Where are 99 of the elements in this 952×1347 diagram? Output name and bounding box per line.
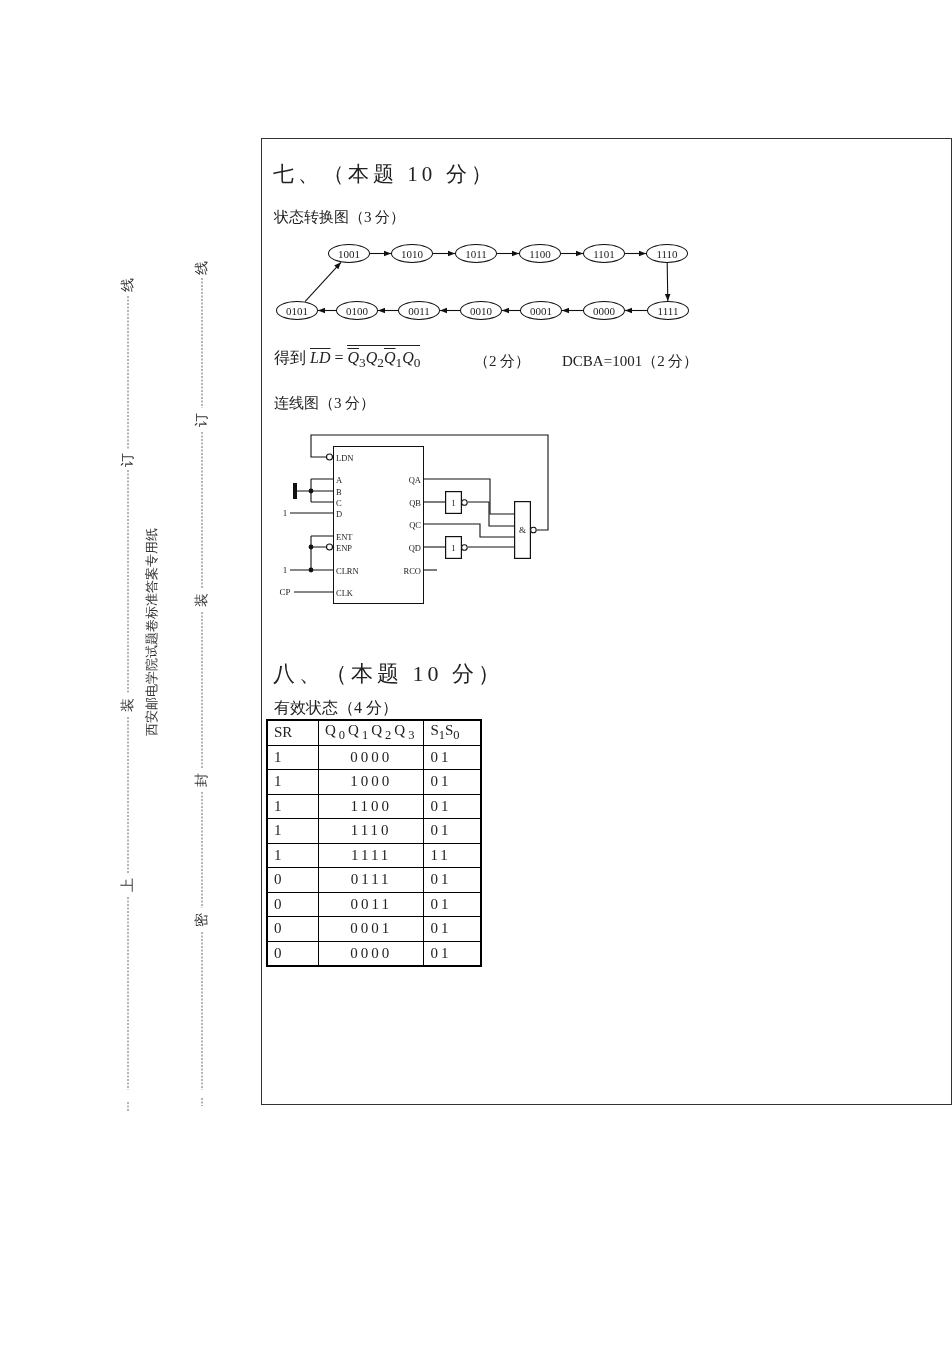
gate-symbol: 1 xyxy=(450,496,457,509)
section-label: 有效状态（4 分） xyxy=(274,698,398,718)
counter-chip xyxy=(333,446,424,604)
binding-line-label: 装 xyxy=(119,698,136,712)
wire xyxy=(423,569,438,571)
arrow xyxy=(624,250,647,257)
state-node: 0101 xyxy=(276,301,318,320)
table-cell: 0111 xyxy=(318,867,424,892)
table-cell: 1000 xyxy=(318,769,424,794)
pin-label: A xyxy=(336,475,343,485)
arrow xyxy=(432,250,456,257)
arrow xyxy=(561,307,584,314)
gate-symbol: 1 xyxy=(450,541,457,554)
arrow xyxy=(439,307,461,314)
binding-line-label: 密 xyxy=(193,913,210,927)
table-cell: 0011 xyxy=(318,892,424,917)
table-cell: 0000 xyxy=(318,745,424,770)
binding-line-label: 线 xyxy=(193,261,210,275)
pin-label: ENP xyxy=(336,543,353,553)
arrow xyxy=(377,307,399,314)
state-node: 1100 xyxy=(519,244,561,263)
binding-line-label: 订 xyxy=(119,453,136,467)
table-header-cell: Q$_{0}$Q$_{1}$Q$_{2}$Q$_{3}$ xyxy=(318,720,424,745)
pin-label: C xyxy=(336,498,342,508)
wire xyxy=(289,512,334,514)
arrow xyxy=(496,250,520,257)
pin-label: RCO xyxy=(403,566,421,576)
state-node: 0010 xyxy=(460,301,502,320)
arrow xyxy=(664,262,671,302)
inverter-gate xyxy=(445,491,468,514)
inverter-gate xyxy=(445,536,468,559)
pin-label: ENT xyxy=(336,532,353,542)
arrow xyxy=(369,250,392,257)
state-node: 1111 xyxy=(647,301,689,320)
question-heading: 八、（本题 10 分） xyxy=(273,660,504,688)
arrow xyxy=(624,307,648,314)
binding-line-label: 装 xyxy=(193,593,210,607)
table-cell: 1111 xyxy=(318,843,424,868)
wire xyxy=(423,523,515,538)
formula: 得到 LD = Q$_{3}$Q$_{2}$Q$_{1}$Q$_{0}$ xyxy=(274,344,421,372)
table-cell: 0001 xyxy=(318,916,424,941)
state-node: 1010 xyxy=(391,244,433,263)
pin-label: QD xyxy=(408,543,421,553)
pin-label: QC xyxy=(409,520,421,530)
wire xyxy=(296,478,334,503)
table-cell: 1 xyxy=(267,794,319,819)
state-node: 0011 xyxy=(398,301,440,320)
input-label: CP xyxy=(276,585,294,599)
margin-title: 西安邮电学院试题卷标准答案专用纸 xyxy=(143,528,160,736)
wire xyxy=(423,501,446,503)
table-cell: 1110 xyxy=(318,818,424,843)
wire xyxy=(467,546,515,548)
state-node: 1011 xyxy=(455,244,497,263)
state-node: 1001 xyxy=(328,244,370,263)
input-label: 1 xyxy=(280,563,290,577)
pin-label: CLRN xyxy=(336,566,359,576)
wire xyxy=(293,591,334,593)
and-gate xyxy=(514,501,537,559)
answer-text: DCBA=1001（2 分） xyxy=(562,352,699,371)
arrow xyxy=(304,261,342,303)
wire xyxy=(310,434,549,531)
state-node: 0100 xyxy=(336,301,378,320)
table-cell: 0 xyxy=(267,867,319,892)
table-cell: 1 xyxy=(267,769,319,794)
input-label: 1 xyxy=(280,506,290,520)
pin-label: QA xyxy=(408,475,421,485)
section-label: 状态转换图（3 分） xyxy=(274,208,406,227)
table-header-cell: SR xyxy=(267,720,319,745)
arrow xyxy=(501,307,521,314)
state-node: 0000 xyxy=(583,301,625,320)
table-cell: 0 xyxy=(267,916,319,941)
binding-line-label: 封 xyxy=(193,773,210,787)
binding-line-label: 上 xyxy=(119,878,136,892)
score-note: （2 分） xyxy=(474,352,531,371)
pin-label: QB xyxy=(409,498,421,508)
table-cell: 1 xyxy=(267,818,319,843)
gate-symbol: & xyxy=(518,524,527,536)
pin-label: LDN xyxy=(336,453,354,463)
table-cell: 1 xyxy=(267,745,319,770)
state-node: 1110 xyxy=(646,244,688,263)
pin-label: B xyxy=(336,487,342,497)
state-node: 1101 xyxy=(583,244,625,263)
binding-line-label: 订 xyxy=(193,413,210,427)
ground-bar xyxy=(293,483,297,499)
pin-label: D xyxy=(336,509,343,519)
table-cell: 0 xyxy=(267,892,319,917)
state-node: 0001 xyxy=(520,301,562,320)
arrow xyxy=(560,250,584,257)
wire xyxy=(423,478,515,515)
table-cell: 1100 xyxy=(318,794,424,819)
binding-line-label: 线 xyxy=(119,278,136,292)
table-cell: 1 xyxy=(267,843,319,868)
pin-label: CLK xyxy=(336,588,353,598)
wire xyxy=(467,501,515,527)
question-heading: 七、（本题 10 分） xyxy=(273,161,496,188)
arrow xyxy=(317,307,337,314)
wire xyxy=(289,535,334,571)
section-label: 连线图（3 分） xyxy=(274,394,376,413)
wire xyxy=(423,546,446,548)
